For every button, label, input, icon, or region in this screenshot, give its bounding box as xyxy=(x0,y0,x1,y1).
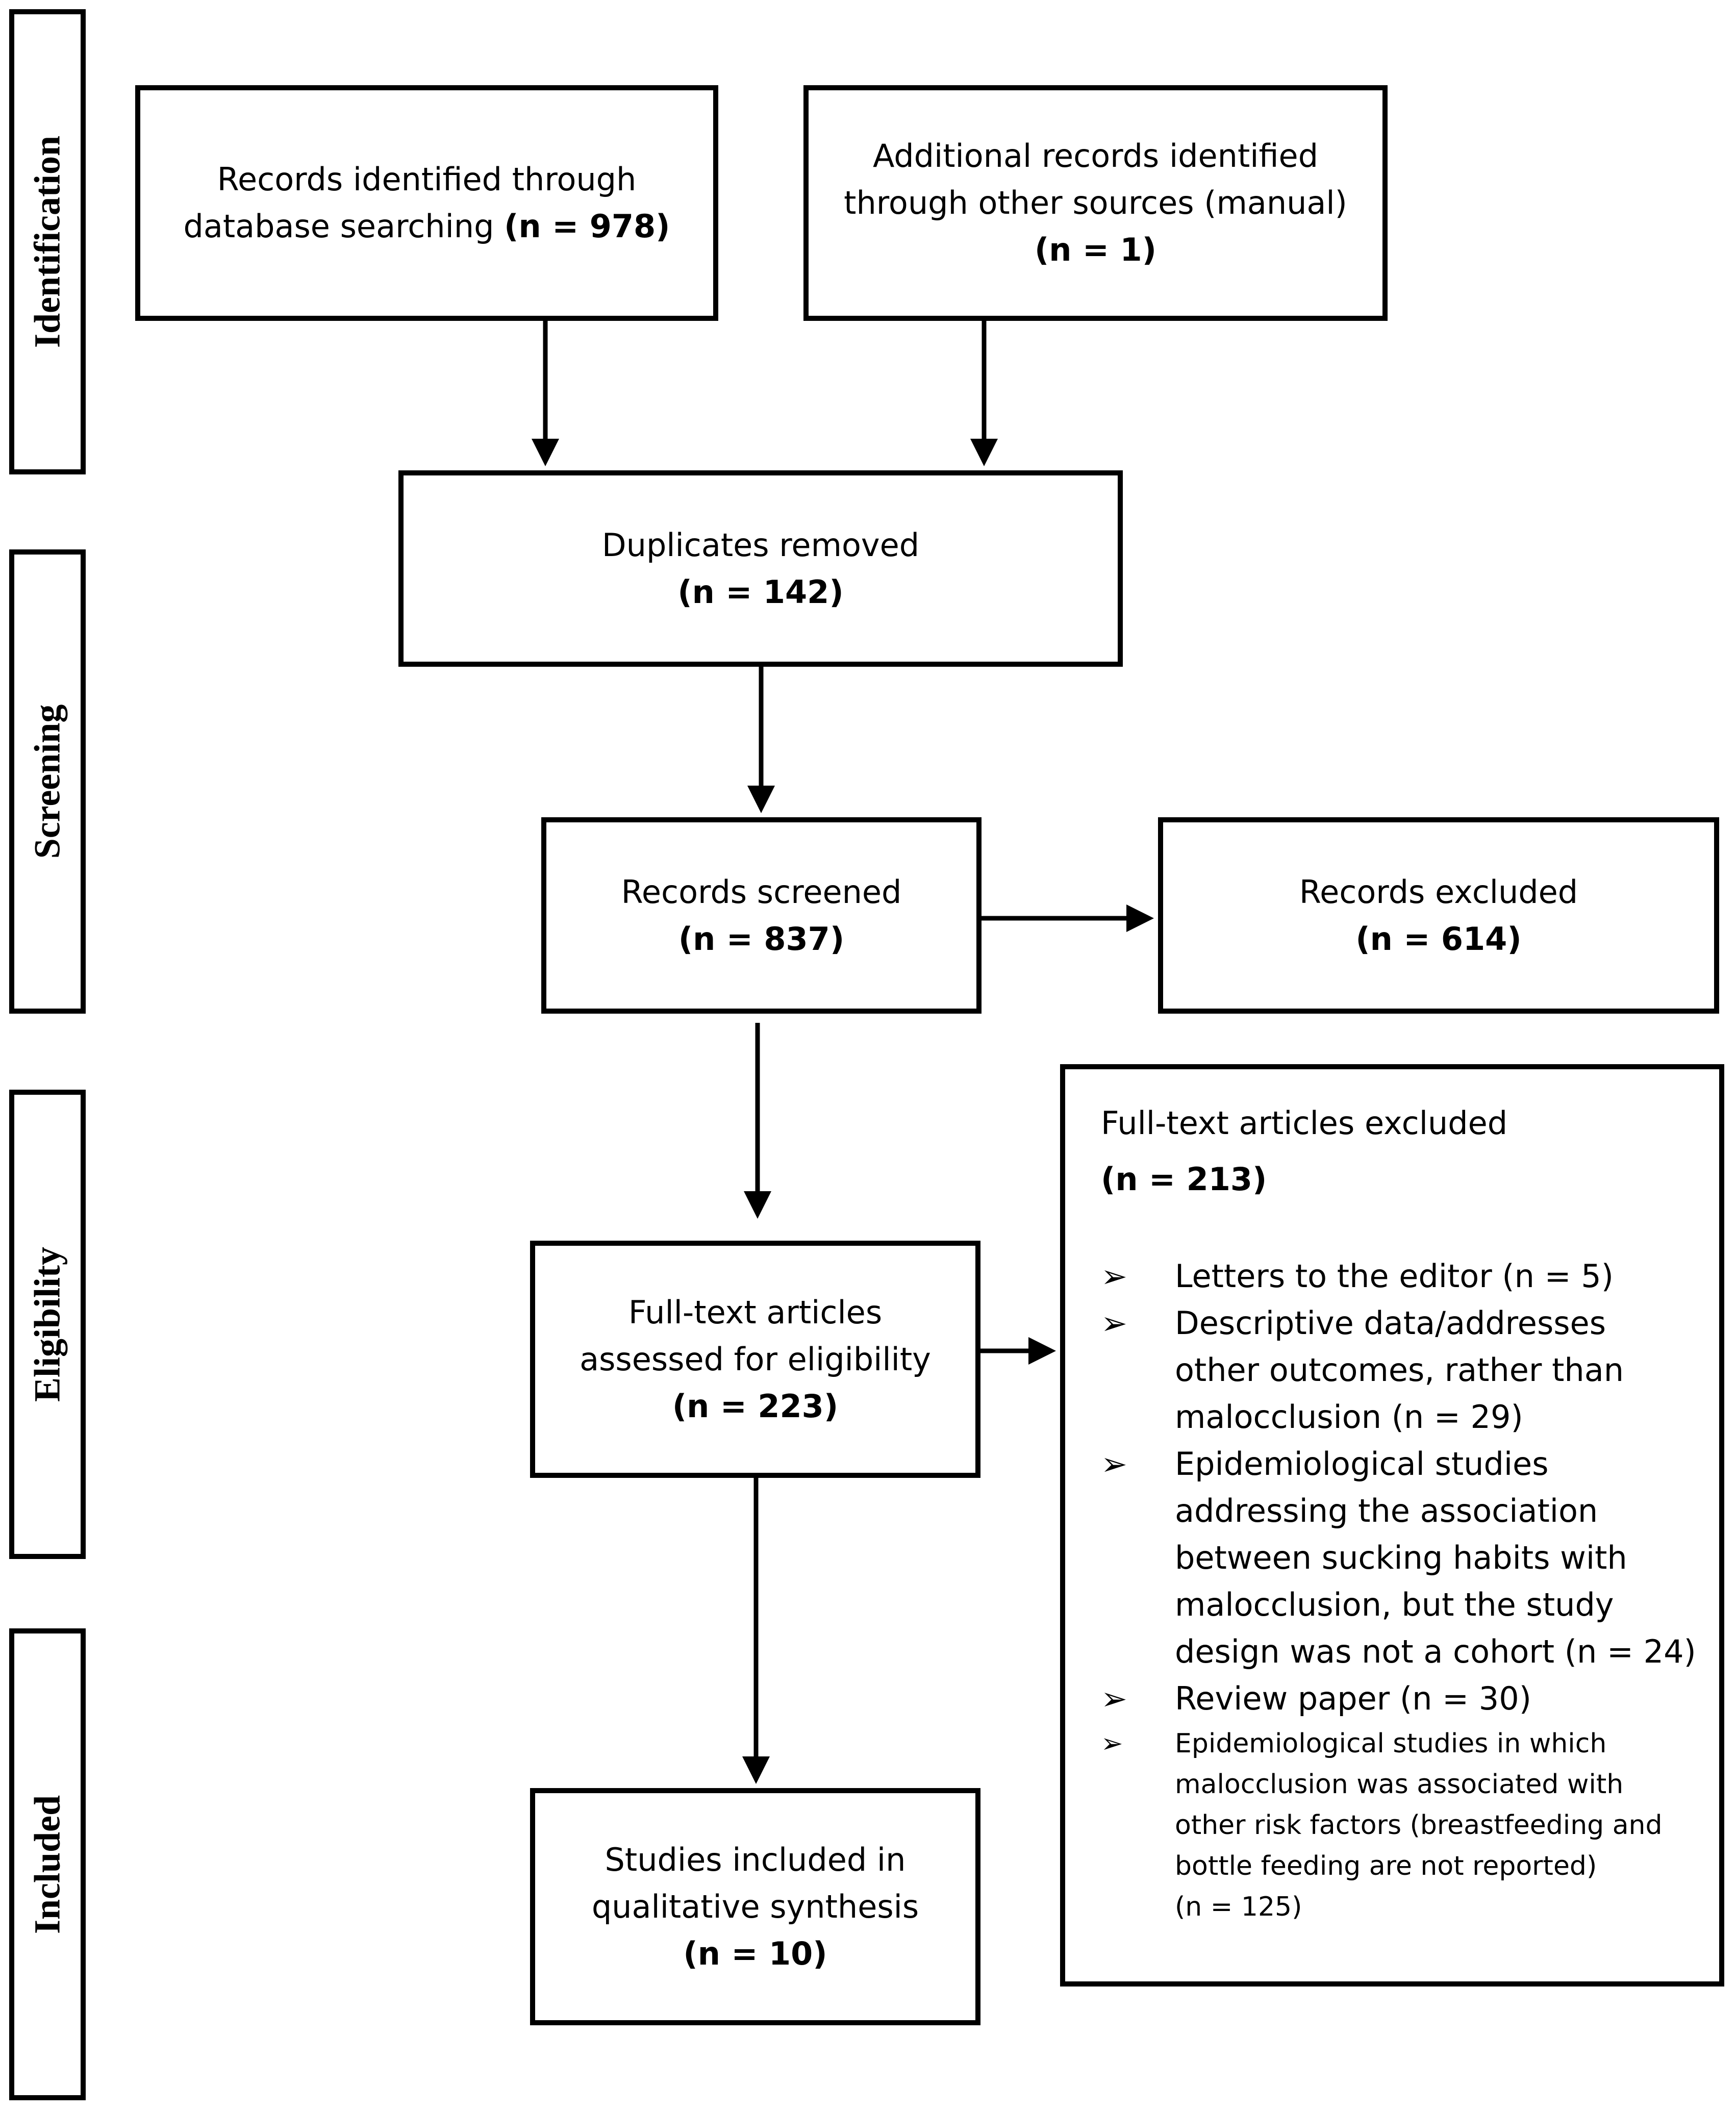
records-screened-count: (n = 837) xyxy=(678,920,845,958)
arrowhead-bullet-icon: ➢ xyxy=(1101,1680,1127,1717)
arrowhead-bullet-icon: ➢ xyxy=(1101,1728,1123,1759)
studies-included-count: (n = 10) xyxy=(683,1934,827,1972)
phase-included: Included xyxy=(9,1628,86,2100)
exclusion-reason-line: (n = 125) xyxy=(1175,1892,1302,1922)
exclusion-reason-line: Review paper (n = 30) xyxy=(1175,1680,1531,1717)
duplicates-removed-box: Duplicates removed (n = 142) xyxy=(398,470,1123,667)
phase-screening: Screening xyxy=(9,549,86,1014)
phase-identification: Identification xyxy=(9,9,86,474)
exclusion-reason-line: addressing the association xyxy=(1175,1492,1598,1529)
fulltext-excluded-title: Full-text articles excluded xyxy=(1101,1104,1508,1142)
exclusion-reason-line: Letters to the editor (n = 5) xyxy=(1175,1258,1614,1295)
fulltext-excluded-box: Full-text articles excluded (n = 213) ➢ … xyxy=(1060,1064,1724,1987)
fulltext-assessed-box: Full-text articles assessed for eligibil… xyxy=(530,1241,980,1478)
exclusion-reason-line: Epidemiological studies xyxy=(1175,1445,1549,1482)
fulltext-assessed-line-1: Full-text articles xyxy=(628,1293,883,1331)
database-records-line-2: database searching xyxy=(183,208,494,245)
other-sources-box: Additional records identified through ot… xyxy=(803,85,1388,321)
fulltext-assessed-line-2: assessed for eligibility xyxy=(580,1340,931,1378)
arrowhead-bullet-icon: ➢ xyxy=(1101,1258,1127,1295)
studies-included-box: Studies included in qualitative synthesi… xyxy=(530,1788,980,2025)
arrowhead-bullet-icon: ➢ xyxy=(1101,1304,1127,1342)
exclusion-reason-text: Descriptive data/addresses other outcome… xyxy=(1175,1300,1710,1441)
exclusion-reason-line: other outcomes, rather than xyxy=(1175,1351,1624,1389)
database-records-box: Records identified through database sear… xyxy=(135,85,718,321)
records-excluded-count: (n = 614) xyxy=(1355,920,1522,958)
exclusion-reason-text: Epidemiological studies in which maloccl… xyxy=(1175,1723,1710,1927)
records-screened-box: Records screened (n = 837) xyxy=(541,817,982,1014)
exclusion-reason-line: between sucking habits with xyxy=(1175,1539,1627,1576)
database-records-line-1: Records identified through xyxy=(217,161,637,198)
other-sources-line-1: Additional records identified xyxy=(872,137,1319,174)
exclusion-reason-line: Descriptive data/addresses xyxy=(1175,1304,1606,1342)
phase-eligibility: Eligibility xyxy=(9,1090,86,1559)
records-excluded-label: Records excluded xyxy=(1299,873,1578,911)
exclusion-reason-line: design was not a cohort (n = 24) xyxy=(1175,1633,1696,1670)
other-sources-line-2: through other sources (manual) xyxy=(844,184,1347,221)
studies-included-line-1: Studies included in xyxy=(605,1841,906,1878)
exclusion-reason-line: malocclusion, but the study xyxy=(1175,1586,1614,1623)
fulltext-excluded-count: (n = 213) xyxy=(1101,1161,1267,1198)
exclusion-reason-line: other risk factors (breastfeeding and xyxy=(1175,1810,1663,1841)
exclusion-reason-text: Letters to the editor (n = 5) xyxy=(1175,1253,1710,1300)
exclusion-reason-line: malocclusion (n = 29) xyxy=(1175,1398,1523,1436)
exclusion-reason-line: malocclusion was associated with xyxy=(1175,1769,1624,1800)
other-sources-count: (n = 1) xyxy=(1034,231,1157,268)
exclusion-reason-text: Review paper (n = 30) xyxy=(1175,1675,1710,1722)
studies-included-line-2: qualitative synthesis xyxy=(591,1888,919,1925)
records-excluded-box: Records excluded (n = 614) xyxy=(1158,817,1719,1014)
duplicates-removed-label: Duplicates removed xyxy=(601,526,920,564)
exclusion-reason-line: bottle feeding are not reported) xyxy=(1175,1851,1597,1881)
exclusion-reason-line: Epidemiological studies in which xyxy=(1175,1728,1607,1759)
exclusion-reason-text: Epidemiological studies addressing the a… xyxy=(1175,1441,1710,1675)
database-records-line-2-wrap: database searching (n = 978) xyxy=(183,203,670,250)
duplicates-removed-count: (n = 142) xyxy=(677,573,844,611)
fulltext-assessed-count: (n = 223) xyxy=(672,1387,839,1425)
database-records-count: (n = 978) xyxy=(504,208,670,245)
records-screened-label: Records screened xyxy=(621,873,902,911)
arrowhead-bullet-icon: ➢ xyxy=(1101,1445,1127,1482)
